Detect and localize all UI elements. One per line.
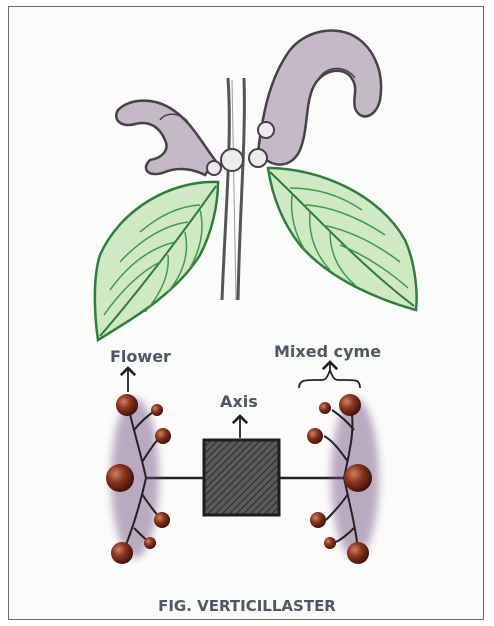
figure-caption: FIG. VERTICILLASTER bbox=[158, 597, 336, 615]
flower-bud bbox=[310, 512, 326, 528]
flower-bud bbox=[144, 537, 156, 549]
left-flower bbox=[116, 101, 215, 175]
flower-bud bbox=[344, 464, 372, 492]
axis-label: Axis bbox=[220, 392, 258, 411]
mixed-cyme-label: Mixed cyme bbox=[274, 342, 381, 361]
flower-bud bbox=[116, 394, 138, 416]
flower-bud bbox=[111, 542, 133, 564]
flower-label: Flower bbox=[110, 347, 171, 366]
flower-bud bbox=[324, 537, 336, 549]
flower-bud bbox=[347, 542, 369, 564]
axis-box bbox=[204, 440, 279, 515]
flower-bud bbox=[106, 464, 134, 492]
flower-bud bbox=[155, 428, 171, 444]
plant-sketch bbox=[95, 31, 417, 340]
flower-bud bbox=[151, 404, 163, 416]
verticillaster-diagram: Flower Axis Mixed cyme FIG. VERTICILLAST… bbox=[106, 342, 381, 615]
flower-bud bbox=[154, 512, 170, 528]
left-leaf bbox=[95, 182, 218, 340]
mixed-cyme-brace bbox=[299, 370, 360, 388]
stem bbox=[222, 78, 244, 300]
flower-bud bbox=[319, 402, 331, 414]
flower-bud bbox=[339, 394, 361, 416]
right-leaf bbox=[268, 168, 417, 310]
flower-bud bbox=[307, 428, 323, 444]
right-flower bbox=[258, 31, 381, 165]
